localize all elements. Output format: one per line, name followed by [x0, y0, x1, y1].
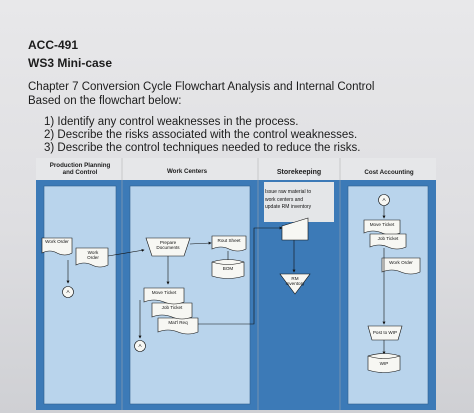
connector-a-3: [378, 194, 390, 206]
move-ticket-doc-1: [143, 287, 185, 305]
route-sheet-label: Rout Sheet: [217, 238, 241, 243]
lane-production-planning-inner: [43, 185, 117, 405]
course-code: ACC-491: [28, 38, 79, 52]
column-header-production-line2: and Control: [62, 169, 98, 176]
job-ticket-1-label: Job Ticket: [161, 305, 183, 310]
issue-material-manual-op: [281, 217, 309, 241]
work-order-doc-3: [381, 257, 421, 275]
column-header-storekeeping: Storekeeping: [276, 169, 322, 176]
connector-a-2: [134, 340, 146, 352]
issue-note-line-1: Issue raw material to: [265, 189, 312, 195]
matl-req-doc: [157, 317, 199, 335]
header-strip: [36, 158, 436, 180]
work-order-3-label: Work Order: [389, 260, 413, 265]
job-ticket-doc-1: [151, 302, 193, 320]
column-header-work-centers: Work Centers: [166, 168, 208, 175]
rm-inventory-label: RM Inventory: [285, 276, 305, 287]
prepare-documents-label: Prepare Documents: [156, 240, 180, 251]
connector-a-1-label: A: [66, 289, 70, 294]
question-2: 2) Describe the risks associated with th…: [44, 129, 358, 141]
work-order-2-label: Work Order: [87, 250, 99, 261]
wip-file: [367, 353, 401, 373]
post-to-wip-process: [367, 325, 403, 341]
wip-label: WIP: [379, 361, 389, 366]
flowchart-graphics: [36, 158, 436, 410]
job-ticket-2-label: Job Ticket: [377, 236, 399, 241]
column-header-production: Production Planning and Control: [40, 162, 120, 176]
column-header-production-line1: Production Planning: [49, 162, 111, 169]
move-ticket-2-label: Move Ticket: [369, 222, 395, 227]
column-header-cost-accounting: Cost Accounting: [364, 169, 414, 176]
work-order-doc-2: [75, 247, 109, 268]
lane-work-centers-inner: [129, 185, 251, 405]
work-order-doc-1: [41, 237, 73, 256]
flowchart: Production Planning and Control Work Cen…: [36, 158, 436, 410]
rm-inventory-file: [279, 273, 311, 295]
connector-a-2-label: A: [138, 343, 142, 348]
issue-note-line-2: work centers and: [265, 196, 304, 203]
post-to-wip-label: Post to WIP: [372, 330, 398, 335]
question-1: 1) Identify any control weaknesses in th…: [44, 116, 299, 128]
matl-req-label: Mat'l Req: [168, 320, 188, 325]
issue-note-line-3: update RM inventory: [265, 204, 312, 210]
intro-line-1: Chapter 7 Conversion Cycle Flowchart Ana…: [28, 81, 375, 93]
storekeeping-note-bg: [264, 182, 334, 222]
connector-a-3-label: A: [382, 197, 386, 202]
job-ticket-doc-2: [369, 233, 407, 250]
question-3: 3) Describe the control techniques neede…: [44, 142, 361, 154]
route-sheet-doc: [211, 235, 247, 252]
prepare-documents-process: [145, 237, 191, 257]
issue-raw-material-note: Issue raw material to work centers and u…: [265, 189, 333, 212]
intro-line-2: Based on the flowchart below:: [28, 95, 182, 107]
bom-file: [211, 259, 245, 279]
move-ticket-1-label: Move Ticket: [151, 290, 177, 295]
bom-label: BOM: [222, 266, 234, 271]
assignment-title: WS3 Mini-case: [28, 56, 113, 70]
work-order-1-label: Work Order: [45, 239, 69, 244]
connector-a-1: [62, 286, 74, 298]
